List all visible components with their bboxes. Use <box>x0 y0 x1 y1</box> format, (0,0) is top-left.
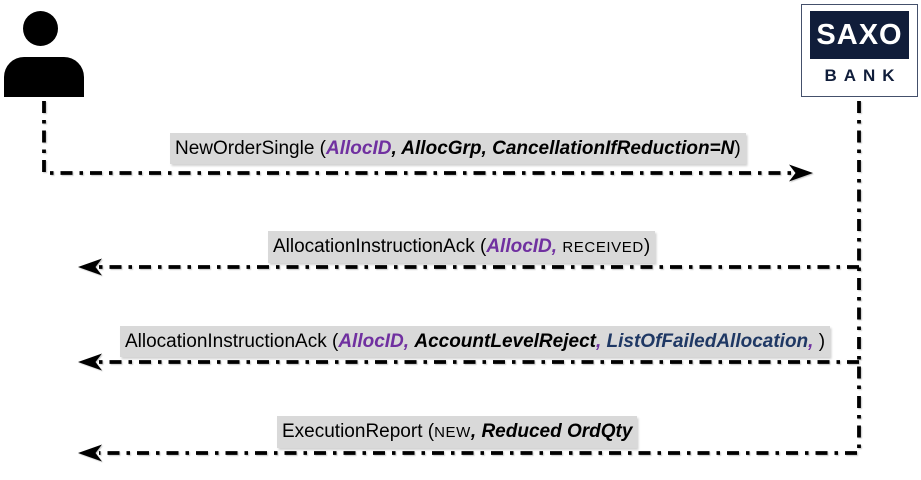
msg-part: NEW <box>434 424 471 441</box>
person-icon <box>4 8 84 98</box>
arrowhead-left-2 <box>78 258 102 276</box>
msg-part: ListOfFailedAllocation <box>606 331 809 352</box>
msg-part: , AllocGrp, CancellationIfReduction=N <box>391 138 735 159</box>
person-head <box>23 11 58 46</box>
person-body <box>4 57 84 97</box>
arrowhead-right-1 <box>789 164 813 182</box>
client-lifeline-arrow-1 <box>42 101 792 175</box>
msg-part: AllocID, <box>486 236 558 257</box>
bank-lifeline-arrow-4 <box>99 101 861 455</box>
message-allocation-instruction-ack-received: AllocationInstructionAck (AllocID, RECEI… <box>268 231 656 263</box>
msg-part: , <box>808 331 814 352</box>
msg-part: AllocID, <box>338 331 410 352</box>
logo-saxo-text: SAXO <box>810 11 909 59</box>
message-allocation-instruction-ack-reject: AllocationInstructionAck (AllocID, Accou… <box>120 326 831 357</box>
arrowhead-left-4 <box>78 444 102 462</box>
saxo-bank-logo: SAXO BANK <box>801 4 918 97</box>
arrowhead-left-3 <box>78 353 102 371</box>
logo-bank-text: BANK <box>824 66 902 85</box>
msg-part: Reduced OrdQty <box>481 421 633 442</box>
msg-part: , <box>595 331 607 352</box>
msg-part: AllocID <box>326 138 392 159</box>
message-new-order-single: NewOrderSingle (AllocID, AllocGrp, Cance… <box>170 133 746 164</box>
msg-part: ExecutionReport ( <box>282 421 435 442</box>
msg-part: NewOrderSingle ( <box>175 138 326 159</box>
msg-part: ) <box>734 138 741 159</box>
message-execution-report: ExecutionReport (NEW, Reduced OrdQty <box>277 416 638 448</box>
msg-part: AllocationInstructionAck ( <box>125 331 339 352</box>
msg-part: AccountLevelReject <box>414 331 596 352</box>
msg-part: ) <box>813 331 826 352</box>
msg-part: , <box>470 421 482 442</box>
msg-part: ) <box>643 236 651 257</box>
msg-part: RECEIVED <box>562 239 644 256</box>
msg-part: AllocationInstructionAck ( <box>273 236 487 257</box>
